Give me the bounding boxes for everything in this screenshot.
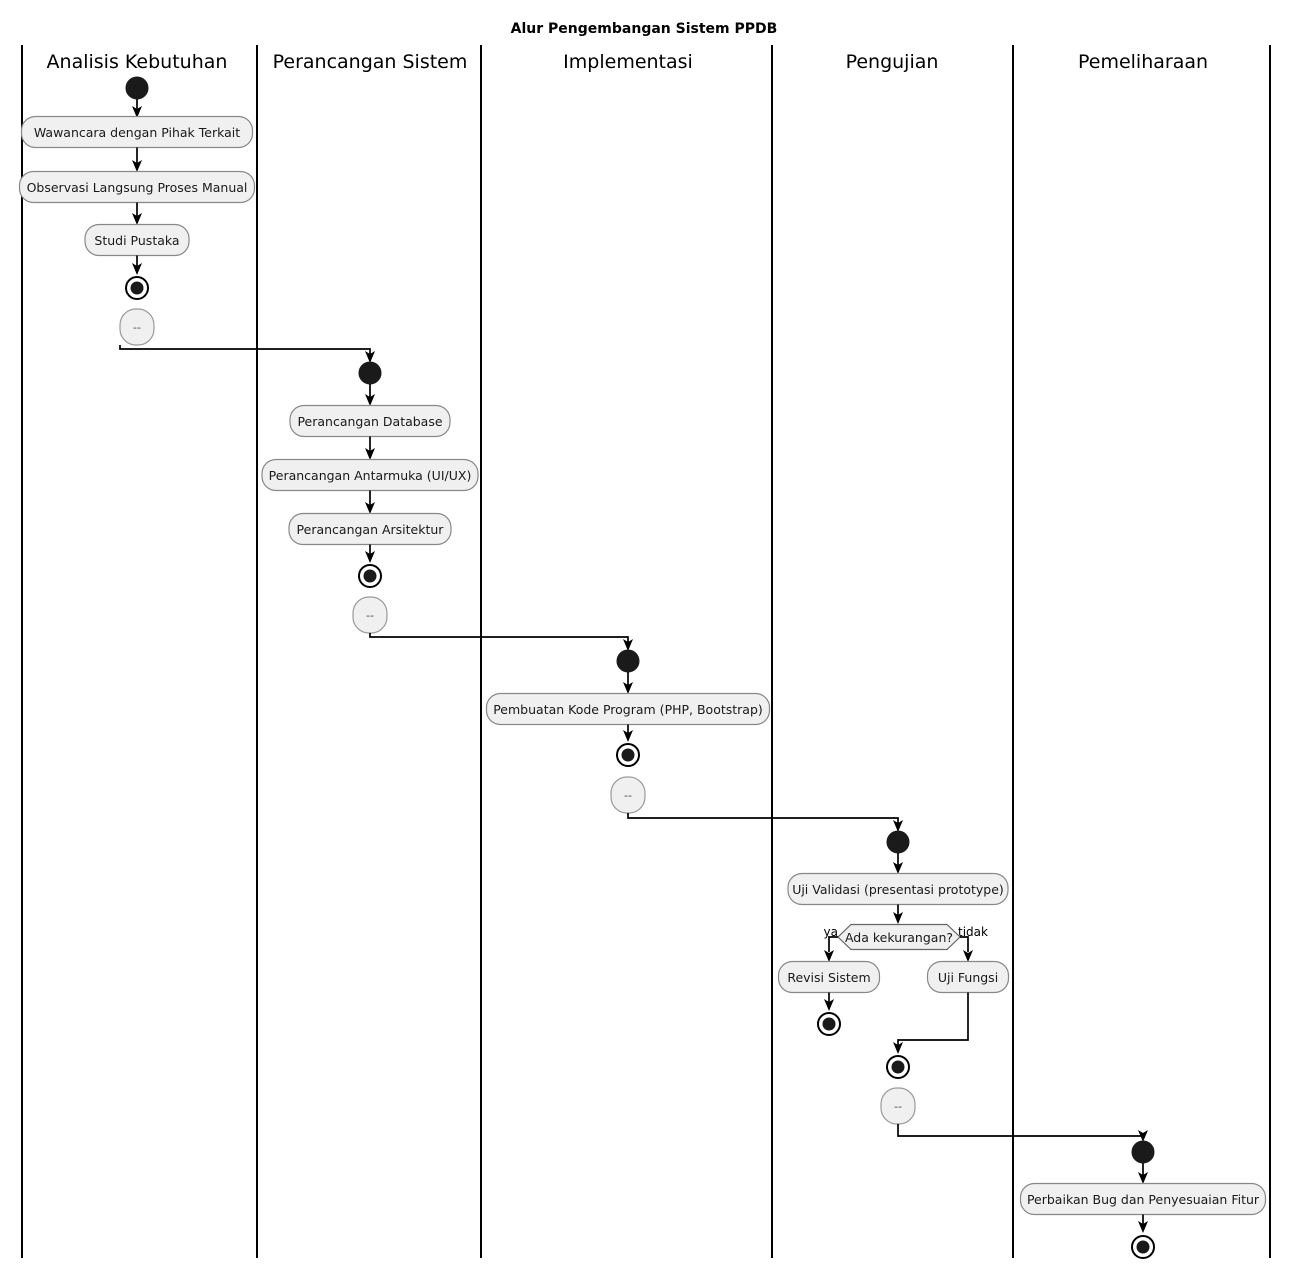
activity-label-studi-pustaka: Studi Pustaka [94,233,179,248]
initial-node-pemeliharaan [1131,1140,1155,1164]
arrowhead [824,950,834,962]
arrowhead [1138,1221,1148,1233]
flow-edge-decision-tidak [960,936,969,952]
page-title: Alur Pengembangan Sistem PPDB [511,21,778,37]
flow-edge-decision-ya [828,936,838,952]
lane-group-pengujian: Uji Validasi (presentasi prototype) Ada … [777,830,1148,1142]
activity-label-observasi: Observasi Langsung Proses Manual [27,180,248,195]
connector-label-pengujian: -- [894,1100,902,1113]
cross-lane-edge-3-to-4 [627,813,899,826]
arrowhead [623,682,633,694]
arrowhead [132,263,142,275]
activity-label-perancangan-antarmuka: Perancangan Antarmuka (UI/UX) [269,468,472,483]
swimlane-headers: Analisis Kebutuhan Perancangan Sistem Im… [47,51,1208,73]
initial-node-implementasi [616,649,640,673]
flow-edge-uji-fungsi-to-final [897,992,969,1048]
arrowhead [893,1042,903,1054]
lane-header-pengujian: Pengujian [846,51,939,73]
arrowhead [963,950,973,962]
decision-label-ada-kekurangan: Ada kekurangan? [845,930,953,945]
arrowhead [132,160,142,172]
activity-label-perbaikan-bug: Perbaikan Bug dan Penyesuaian Fitur [1027,1192,1260,1207]
lane-group-analisis-kebutuhan: Wawancara dengan Pihak Terkait Observasi… [18,76,375,363]
activity-label-wawancara: Wawancara dengan Pihak Terkait [34,125,240,140]
activity-label-perancangan-arsitektur: Perancangan Arsitektur [297,522,445,537]
arrowhead [365,351,375,363]
arrowhead [623,730,633,742]
lane-group-implementasi: Pembuatan Kode Program (PHP, Bootstrap) … [485,649,903,832]
initial-node-perancangan [358,361,382,385]
connector-label-implementasi: -- [624,789,632,802]
activity-label-revisi-sistem: Revisi Sistem [787,970,870,985]
final-node-pengujian-core [891,1060,905,1074]
arrowhead [365,551,375,563]
activity-label-pembuatan-kode: Pembuatan Kode Program (PHP, Bootstrap) [493,702,763,717]
lane-header-perancangan-sistem: Perancangan Sistem [273,51,468,73]
arrowhead [893,862,903,874]
connector-label-analisis: -- [133,321,141,334]
activity-label-perancangan-database: Perancangan Database [297,414,442,429]
arrowhead [132,106,142,118]
arrowhead [1138,1172,1148,1184]
cross-lane-edge-4-to-5 [897,1124,1143,1137]
final-node-pemeliharaan-core [1136,1240,1150,1254]
initial-node-analisis [125,76,149,100]
lane-header-analisis-kebutuhan: Analisis Kebutuhan [47,51,228,73]
arrowhead [893,820,903,832]
lane-group-perancangan-sistem: Perancangan Database Perancangan Antarmu… [261,361,633,651]
lane-header-implementasi: Implementasi [563,51,693,73]
guard-label-tidak: tidak [958,925,988,939]
swimlane-dividers [21,45,1271,1258]
cross-lane-edge-1-to-2 [119,345,371,357]
connector-label-perancangan: -- [366,609,374,622]
activity-label-uji-fungsi: Uji Fungsi [938,970,998,985]
connector-node-analisis[interactable] [119,308,155,346]
arrowhead [365,502,375,514]
lane-group-pemeliharaan: Perbaikan Bug dan Penyesuaian Fitur [1019,1140,1267,1259]
arrowhead [132,213,142,225]
arrowhead [365,394,375,406]
guard-label-ya: ya [824,925,838,939]
initial-node-pengujian [886,830,910,854]
arrowhead [824,999,834,1011]
activity-label-uji-validasi: Uji Validasi (presentasi prototype) [792,882,1004,897]
arrowhead [623,639,633,651]
arrowhead [365,448,375,460]
arrowhead [893,912,903,924]
lane-header-pemeliharaan: Pemeliharaan [1078,51,1208,73]
arrowhead [1138,1130,1148,1142]
final-node-analisis-core [130,281,144,295]
final-node-perancangan-core [363,569,377,583]
final-node-implementasi-core [621,748,635,762]
cross-lane-edge-2-to-3 [369,633,629,645]
final-node-revisi-core [822,1017,836,1031]
